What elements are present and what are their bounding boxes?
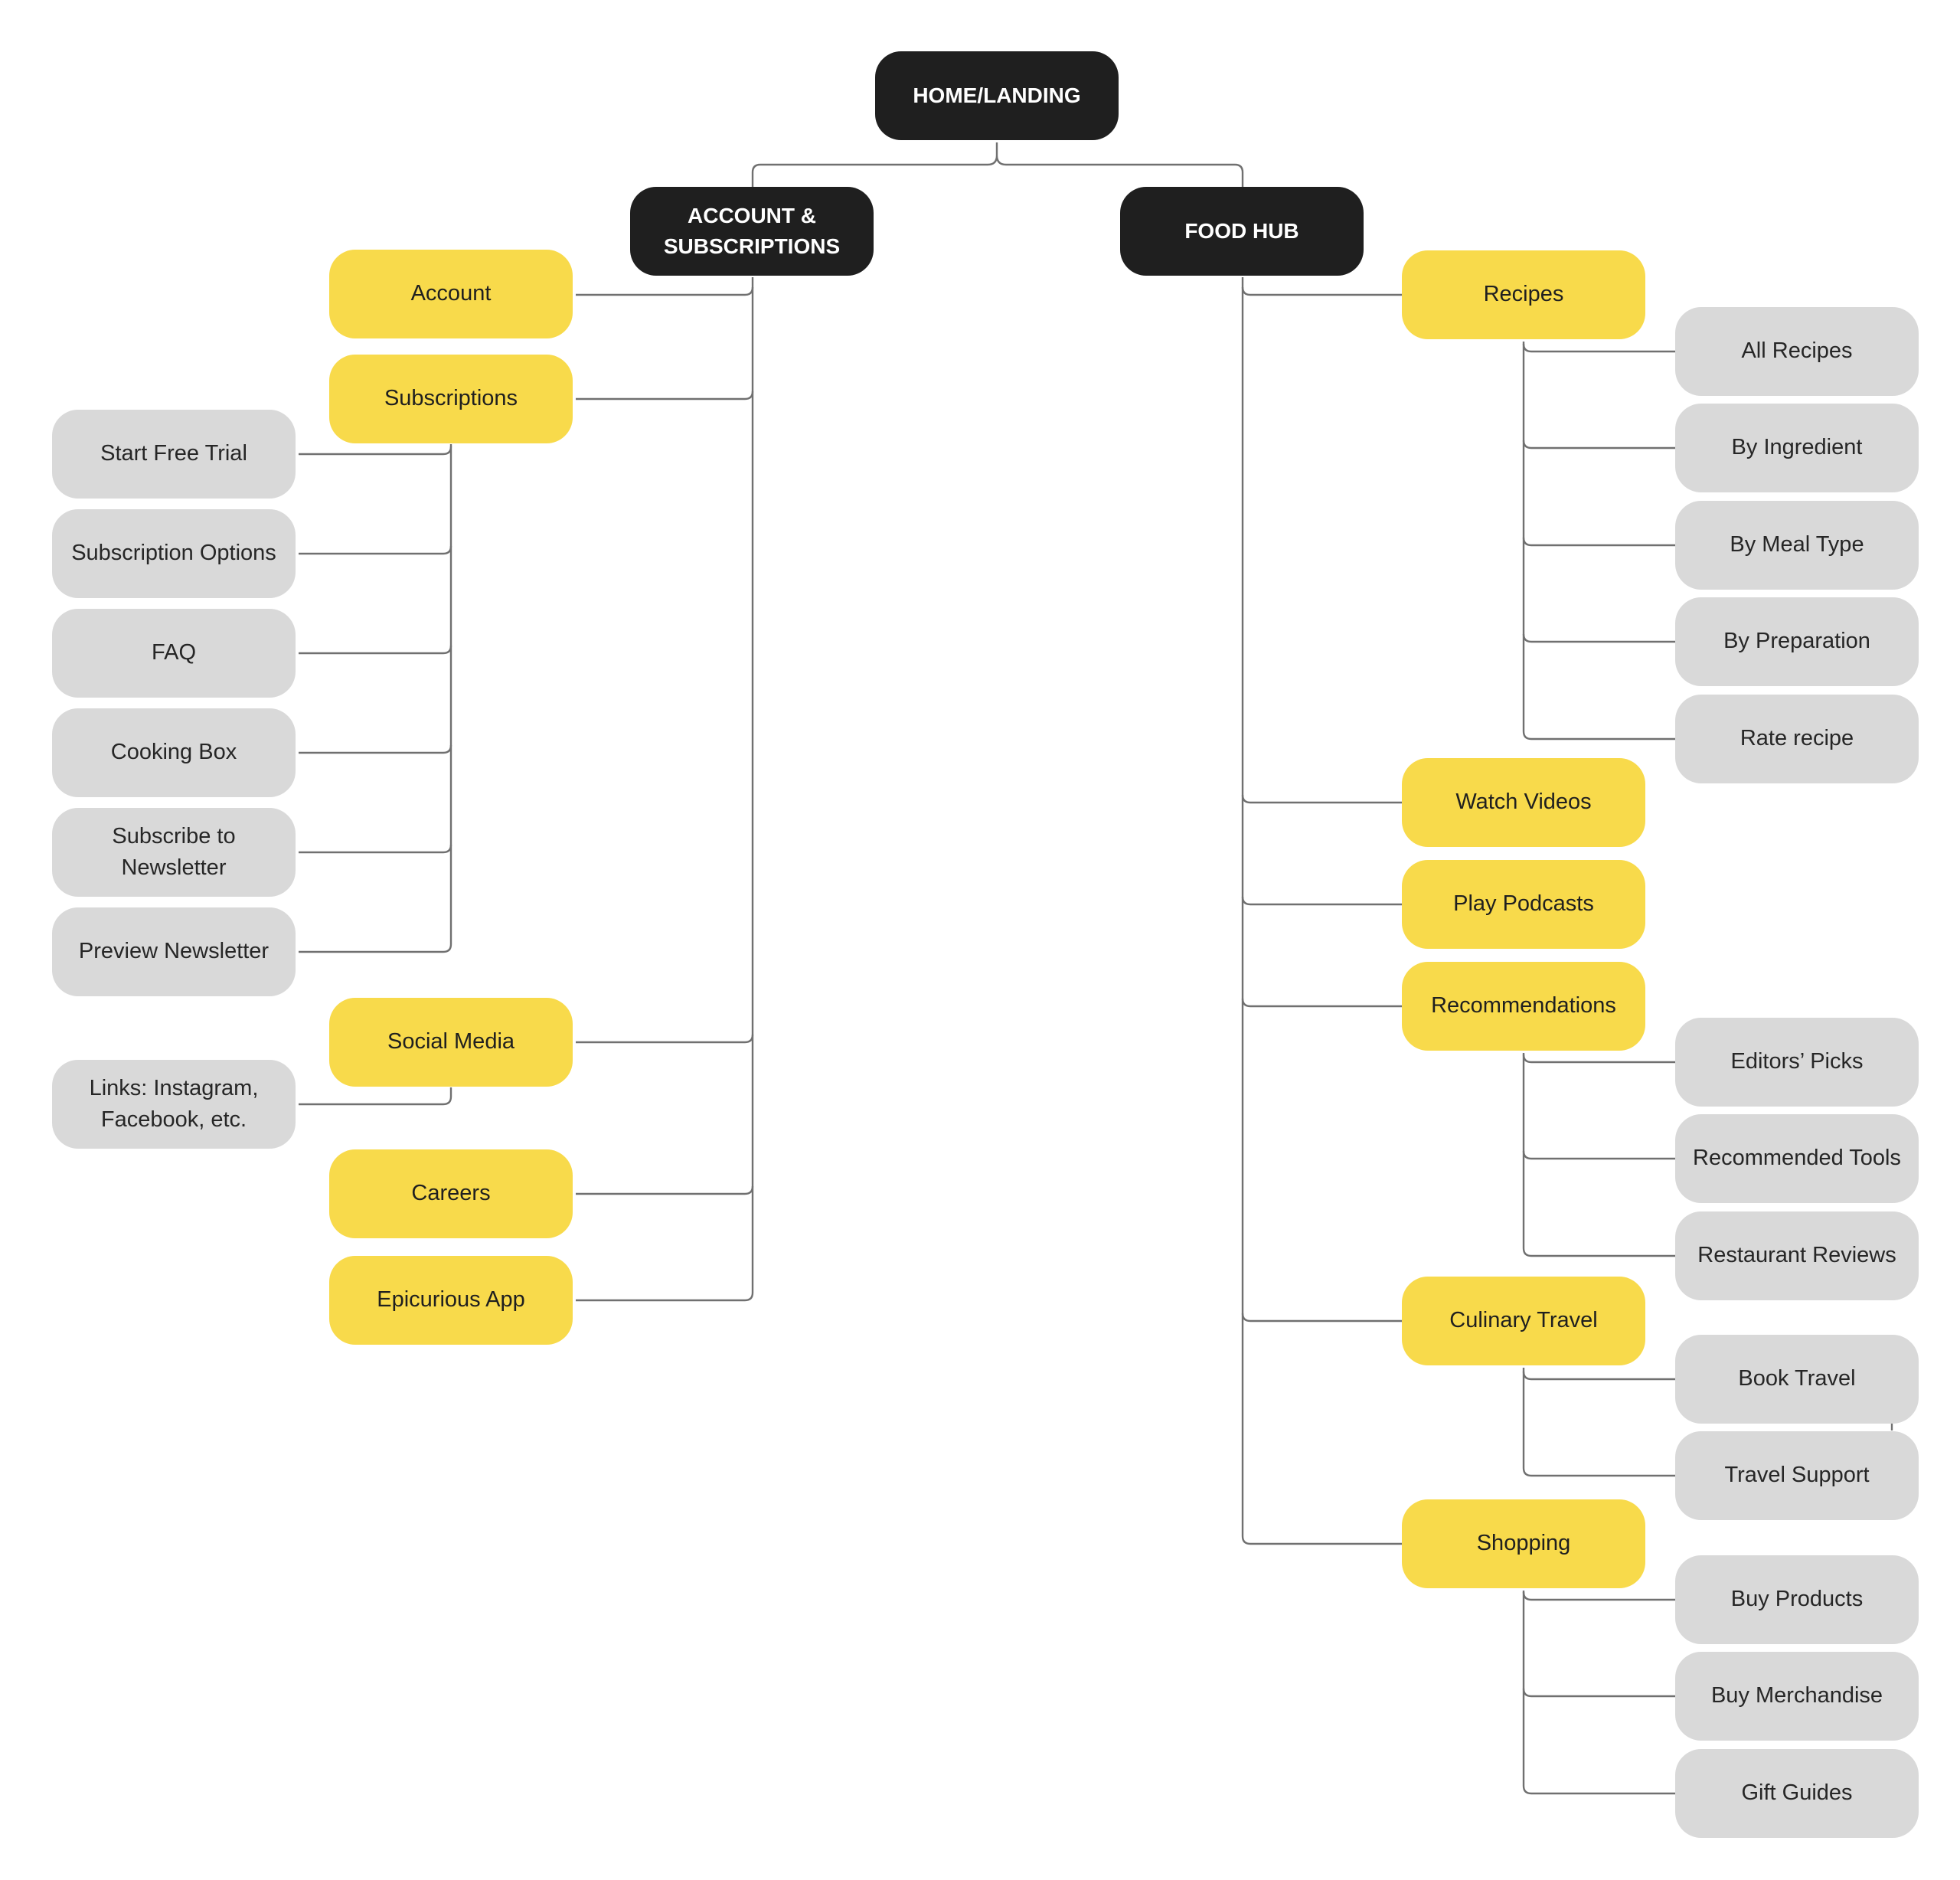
connector-by-preparation xyxy=(1522,633,1675,643)
connector-account xyxy=(576,286,754,296)
connector-recommendations-trunk xyxy=(1522,1053,1675,1257)
social-media-node[interactable]: Social Media xyxy=(329,998,573,1087)
editors-picks-node[interactable]: Editors’ Picks xyxy=(1675,1018,1919,1107)
connector-subscriptions xyxy=(576,391,754,401)
culinary-travel-node[interactable]: Culinary Travel xyxy=(1402,1277,1645,1365)
connector-by-ingredient xyxy=(1522,440,1675,450)
connector-recipes xyxy=(1241,286,1402,296)
connector-book-travel xyxy=(1522,1371,1675,1381)
connector-buy-merchandise xyxy=(1522,1688,1675,1698)
preview-newsletter-node[interactable]: Preview Newsletter xyxy=(52,907,296,996)
start-free-trial-node[interactable]: Start Free Trial xyxy=(52,410,296,499)
recipes-node[interactable]: Recipes xyxy=(1402,250,1645,339)
epicurious-app-node[interactable]: Epicurious App xyxy=(329,1256,573,1345)
connector-cooking-box xyxy=(299,744,452,754)
connector-buy-products xyxy=(1522,1591,1675,1601)
connector-recommended-tools xyxy=(1522,1150,1675,1160)
connector-faq xyxy=(299,645,452,655)
connector-subscription-options xyxy=(299,545,452,555)
book-travel-node[interactable]: Book Travel xyxy=(1675,1335,1919,1424)
shopping-node[interactable]: Shopping xyxy=(1402,1499,1645,1588)
recommended-tools-node[interactable]: Recommended Tools xyxy=(1675,1114,1919,1203)
all-recipes-node[interactable]: All Recipes xyxy=(1675,307,1919,396)
connector-recommendations xyxy=(1241,998,1402,1008)
travel-support-node[interactable]: Travel Support xyxy=(1675,1431,1919,1520)
connector-social-links xyxy=(299,1087,452,1106)
by-preparation-node[interactable]: By Preparation xyxy=(1675,597,1919,686)
restaurant-reviews-node[interactable]: Restaurant Reviews xyxy=(1675,1211,1919,1300)
account-node[interactable]: Account xyxy=(329,250,573,338)
subscription-options-node[interactable]: Subscription Options xyxy=(52,509,296,598)
cooking-box-node[interactable]: Cooking Box xyxy=(52,708,296,797)
careers-node[interactable]: Careers xyxy=(329,1149,573,1238)
by-ingredient-node[interactable]: By Ingredient xyxy=(1675,404,1919,492)
connector-careers xyxy=(576,1185,754,1195)
rate-recipe-node[interactable]: Rate recipe xyxy=(1675,695,1919,783)
play-podcasts-node[interactable]: Play Podcasts xyxy=(1402,860,1645,949)
by-meal-type-node[interactable]: By Meal Type xyxy=(1675,501,1919,590)
gift-guides-node[interactable]: Gift Guides xyxy=(1675,1749,1919,1838)
social-links-node[interactable]: Links: Instagram, Facebook, etc. xyxy=(52,1060,296,1149)
faq-node[interactable]: FAQ xyxy=(52,609,296,698)
connector-start-free-trial xyxy=(299,446,452,456)
connector-shopping-trunk xyxy=(1522,1591,1675,1795)
connector-by-meal-type xyxy=(1522,537,1675,547)
connector-all-recipes xyxy=(1522,343,1675,353)
connector-travel-trunk xyxy=(1522,1368,1675,1477)
connector-watch-videos xyxy=(1241,794,1402,804)
home-landing-node[interactable]: HOME/LANDING xyxy=(875,51,1119,140)
connector-culinary-travel xyxy=(1241,1313,1402,1323)
subscribe-newsletter-node[interactable]: Subscribe to Newsletter xyxy=(52,808,296,897)
recommendations-node[interactable]: Recommendations xyxy=(1402,962,1645,1051)
connector-subscriptions-trunk xyxy=(299,444,452,953)
connector-foodhub-trunk xyxy=(1241,277,1402,1545)
account-subscriptions-node[interactable]: ACCOUNT & SUBSCRIPTIONS xyxy=(630,187,874,276)
connector-subscribe-newsletter xyxy=(299,844,452,854)
food-hub-node[interactable]: FOOD HUB xyxy=(1120,187,1364,276)
buy-products-node[interactable]: Buy Products xyxy=(1675,1555,1919,1644)
connector-root-to-hubs xyxy=(751,142,1244,188)
connector-recipes-trunk xyxy=(1522,342,1675,741)
subscriptions-node[interactable]: Subscriptions xyxy=(329,355,573,443)
connector-play-podcasts xyxy=(1241,896,1402,906)
connector-account-trunk xyxy=(576,277,754,1302)
watch-videos-node[interactable]: Watch Videos xyxy=(1402,758,1645,847)
buy-merchandise-node[interactable]: Buy Merchandise xyxy=(1675,1652,1919,1741)
connector-social-media xyxy=(576,1034,754,1044)
connector-editors-picks xyxy=(1522,1054,1675,1064)
